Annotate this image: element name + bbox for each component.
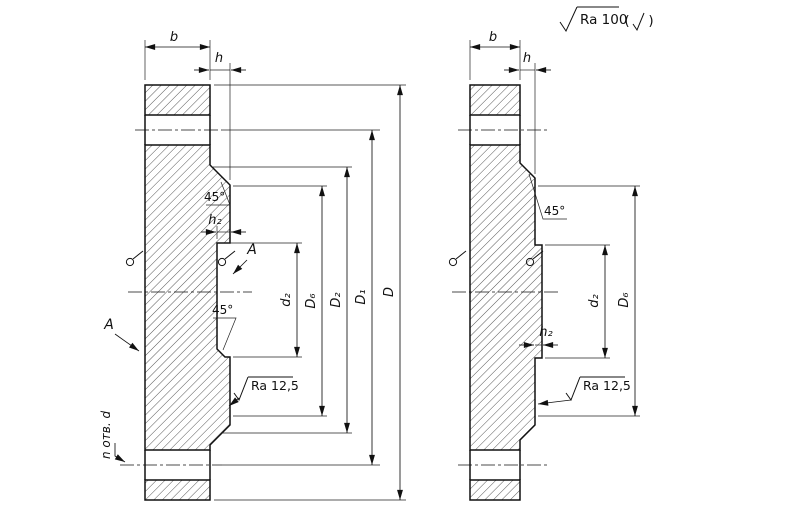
dim-label-D2-left: D₂ — [329, 292, 344, 307]
left-dim-h2: h₂ — [201, 213, 246, 239]
general-roughness-note: Ra 100 ( ) — [559, 6, 654, 33]
roughness-circle-icons-left — [125, 250, 236, 267]
dim-label-b-left: b — [170, 30, 178, 45]
left-angle-top-callout: 45° — [204, 181, 231, 206]
right-flange-section: b h 45° h₂ d₂ — [448, 30, 640, 501]
left-dim-h: h — [194, 51, 246, 180]
right-dim-D6: D₆ — [538, 185, 640, 417]
left-ra-callout: Ra 12,5 — [228, 376, 299, 407]
left-main-body — [144, 144, 231, 451]
dim-label-D1-left: D₁ — [354, 289, 369, 304]
right-dim-h: h — [504, 51, 551, 174]
dim-label-h2-left: h₂ — [208, 213, 221, 228]
right-bottom-rim — [469, 479, 521, 501]
right-ra-callout: Ra 12,5 — [537, 376, 631, 406]
roughness-circle-icons-right — [448, 250, 544, 267]
left-view-label-A-left: A — [103, 317, 140, 352]
dim-label-D6-right: D₆ — [617, 292, 632, 307]
right-dim-h2: h₂ — [519, 325, 558, 348]
right-centerlines — [452, 129, 560, 466]
dim-label-D6-left: D₆ — [304, 293, 319, 308]
close-paren: ) — [648, 13, 653, 29]
dim-label-h2-right: h₂ — [539, 325, 552, 340]
angle-label-mid-left: 45° — [212, 303, 233, 317]
roughness-check-icon — [559, 6, 578, 33]
dim-label-d2-left: d₂ — [279, 293, 294, 306]
a-label-right: A — [246, 242, 257, 258]
angle-label-top-left: 45° — [204, 190, 225, 204]
ra-value-left: Ra 12,5 — [251, 378, 299, 393]
left-dim-D2: D₂ — [213, 166, 352, 434]
dim-label-h-left: h — [215, 51, 223, 66]
ra-value-right: Ra 12,5 — [583, 378, 631, 393]
dim-label-b-right: b — [489, 30, 497, 45]
holes-note-label: n отв. d — [99, 411, 113, 459]
right-angle-top-callout: 45° — [528, 173, 567, 220]
left-top-rim — [144, 84, 211, 116]
left-dim-D6: D₆ — [233, 185, 327, 417]
a-label-left: A — [103, 317, 114, 333]
left-dim-D: D — [214, 84, 406, 501]
dim-label-h-right: h — [523, 51, 531, 66]
open-paren: ( — [624, 13, 629, 29]
dim-label-d2-right: d₂ — [587, 294, 602, 307]
dim-label-D-left: D — [382, 287, 397, 297]
right-dim-b: b — [469, 30, 521, 80]
left-centerlines — [120, 129, 380, 466]
left-bottom-rim — [144, 479, 211, 501]
left-dim-b: b — [144, 30, 211, 80]
left-flange-section: b h h₂ 45° 45° — [99, 30, 406, 501]
right-top-rim — [469, 84, 521, 116]
left-view-label-A-right: A — [232, 242, 257, 275]
angle-label-top-right: 45° — [544, 204, 565, 218]
left-dim-D1: D₁ — [354, 130, 375, 465]
left-angle-mid-callout: 45° — [212, 303, 237, 351]
right-main-body — [469, 144, 543, 451]
small-check-icon — [632, 12, 645, 32]
left-dim-d2: d₂ — [220, 242, 302, 358]
left-holes-note: n отв. d — [99, 411, 126, 463]
general-ra-value: Ra 100 — [580, 12, 627, 28]
right-dim-d2: d₂ — [545, 244, 610, 359]
